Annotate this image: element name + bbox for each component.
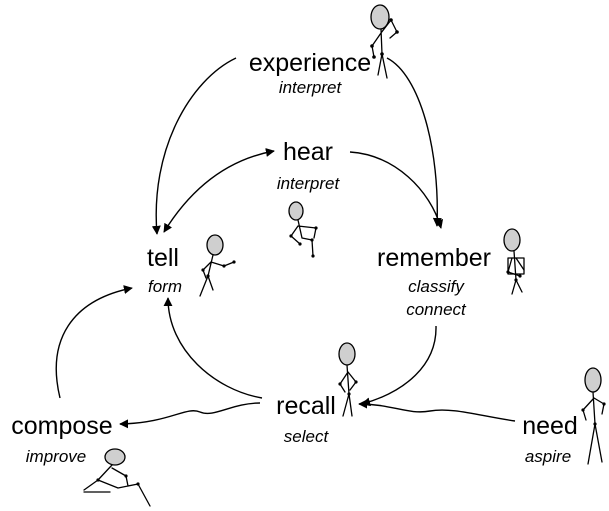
node-recall-label: recall (276, 392, 336, 420)
node-experience-sub: interpret (279, 78, 343, 97)
arrow-remember-to-recall (361, 325, 437, 407)
stick-figure-compose-icon (83, 448, 151, 507)
node-need-sub: aspire (525, 447, 571, 466)
arrow-tell-hear (163, 148, 275, 233)
node-remember-label: remember (377, 244, 491, 272)
arrow-compose-to-tell (55, 285, 133, 399)
arrow-need-to-recall (358, 399, 516, 422)
arrow-experience-to-tell (151, 57, 237, 235)
arrow-hear-to-remember (349, 151, 444, 229)
node-compose-sub: improve (26, 447, 86, 466)
node-experience-label: experience (249, 49, 371, 77)
node-recall-sub: select (284, 427, 330, 446)
stick-figure-experience-icon (370, 4, 399, 79)
node-need-label: need (522, 412, 578, 440)
node-compose-label: compose (11, 412, 112, 440)
arrow-recall-to-compose (119, 402, 261, 429)
node-hear-sub: interpret (277, 174, 341, 193)
stick-figure-remember-icon (503, 228, 525, 295)
stick-figure-tell-icon (199, 234, 236, 297)
node-hear-label: hear (283, 138, 333, 166)
arrow-experience-to-remember (386, 57, 442, 227)
stick-figure-recall-icon (338, 342, 358, 417)
node-tell-label: tell (147, 244, 179, 272)
node-tell-sub: form (148, 277, 182, 296)
node-remember-sub1: classify (408, 277, 465, 296)
stick-figure-need-icon (581, 367, 606, 465)
node-remember-sub2: connect (406, 300, 467, 319)
arrow-recall-to-tell (163, 297, 263, 399)
stick-figure-hear-icon (288, 201, 318, 258)
